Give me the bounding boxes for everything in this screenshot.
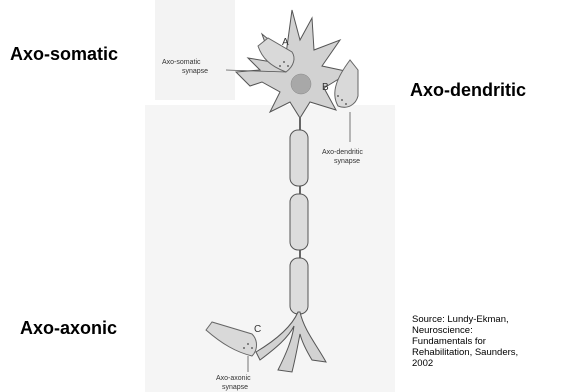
source-line-3: Fundamentals for xyxy=(412,336,552,347)
myelin-segment-1 xyxy=(290,130,308,186)
dendritic-label-line1: Axo-dendritic xyxy=(322,149,363,156)
letter-b: B xyxy=(322,82,329,93)
source-line-4: Rehabilitation, Saunders, xyxy=(412,347,552,358)
axonic-label-line1: Axo-axonic xyxy=(216,375,251,382)
letter-a: A xyxy=(282,37,289,48)
somatic-label-line1: Axo-somatic xyxy=(162,59,201,66)
scan-background-top xyxy=(155,0,235,100)
myelin-segment-2 xyxy=(290,194,308,250)
somatic-label-line2: synapse xyxy=(182,68,208,75)
nucleus xyxy=(291,74,311,94)
source-line-5: 2002 xyxy=(412,358,552,369)
terminal-b xyxy=(335,60,358,107)
dendritic-label-line2: synapse xyxy=(334,158,360,165)
source-line-1: Source: Lundy-Ekman, xyxy=(412,314,552,325)
myelin-segment-3 xyxy=(290,258,308,314)
letter-c: C xyxy=(254,324,261,335)
source-line-2: Neuroscience: xyxy=(412,325,552,336)
source-citation: Source: Lundy-Ekman, Neuroscience: Funda… xyxy=(412,314,552,369)
axonic-label-line2: synapse xyxy=(222,384,248,391)
